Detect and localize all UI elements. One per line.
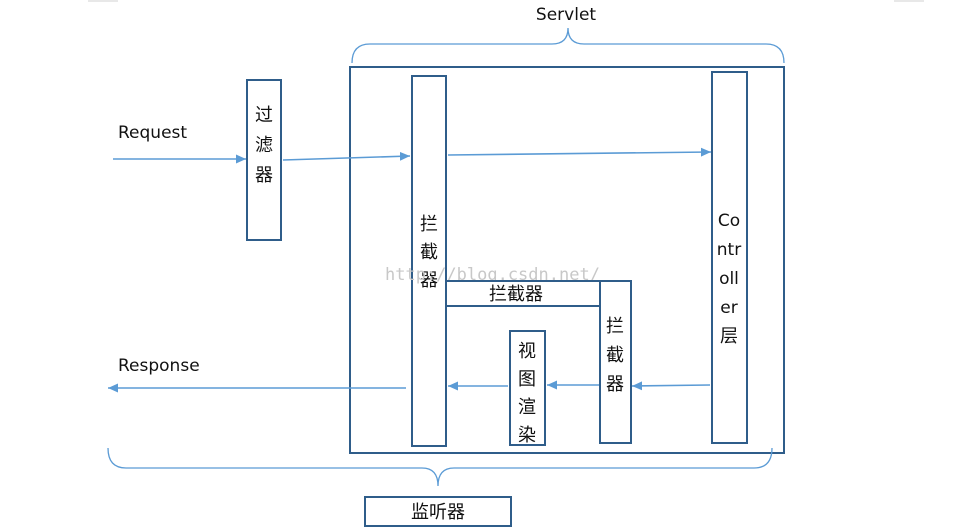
controller-text: ntr	[717, 240, 741, 260]
interceptor-right-box	[599, 280, 632, 444]
controller-text: er	[720, 298, 737, 318]
view-render-char: 图	[518, 369, 536, 390]
interceptor-horizontal-label: 拦截器	[489, 284, 543, 305]
servlet-brace	[351, 27, 785, 64]
listener-box	[364, 496, 512, 527]
interceptor-right-char: 截	[606, 345, 624, 366]
servlet-label: Servlet	[536, 5, 596, 25]
view-render-char: 视	[518, 341, 536, 362]
view-render-box	[509, 330, 546, 446]
servlet-container	[349, 66, 785, 454]
view-render-char: 渲	[518, 397, 536, 418]
arrow-filter-to-interceptor	[282, 151, 411, 161]
controller-text: 层	[720, 326, 738, 347]
arrow-controller-to-interceptor	[631, 381, 711, 391]
interceptor-main-box	[411, 75, 447, 447]
interceptor-main-char: 器	[420, 270, 438, 291]
filter-char: 滤	[255, 135, 273, 156]
controller-box	[711, 71, 748, 444]
interceptor-right-char: 拦	[606, 316, 624, 337]
controller-text: Co	[718, 211, 740, 231]
controller-text: oll	[719, 269, 739, 289]
filter-box	[246, 79, 282, 241]
response-label: Response	[118, 356, 200, 376]
filter-char: 器	[255, 165, 273, 186]
interceptor-right-char: 器	[606, 374, 624, 395]
view-render-char: 染	[518, 425, 536, 446]
interceptor-main-char: 拦	[420, 214, 438, 235]
interceptor-horizontal-box	[445, 280, 602, 307]
listener-label: 监听器	[411, 502, 465, 523]
interceptor-main-char: 截	[420, 242, 438, 263]
filter-char: 过	[255, 105, 273, 126]
arrow-interceptor-to-controller	[447, 147, 712, 157]
request-label: Request	[118, 123, 187, 143]
listener-brace	[107, 447, 773, 487]
